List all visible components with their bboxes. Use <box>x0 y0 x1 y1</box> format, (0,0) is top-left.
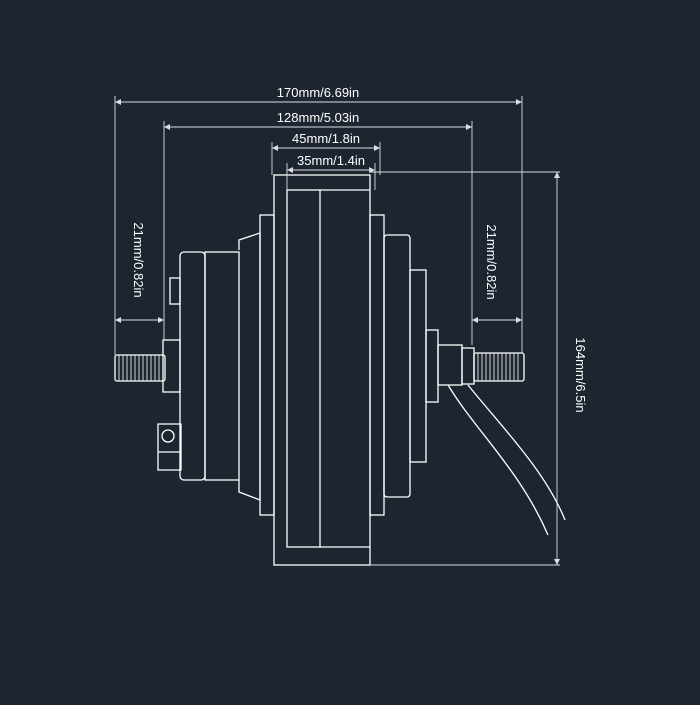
hub-width-label: 45mm/1.8in <box>292 131 360 146</box>
right-axle-label: 21mm/0.82in <box>484 224 499 299</box>
motor-body <box>114 174 566 566</box>
flange-span-label: 128mm/5.03in <box>277 110 359 125</box>
diameter-label: 164mm/6.5in <box>573 337 588 412</box>
left-axle <box>114 354 166 382</box>
right-axle <box>437 344 525 386</box>
shell-width-label: 35mm/1.4in <box>297 153 365 168</box>
overall-width-label: 170mm/6.69in <box>277 85 359 100</box>
dimension-arrows <box>115 99 560 565</box>
mounting-tab <box>157 423 182 471</box>
dimension-labels: 170mm/6.69in 128mm/5.03in 45mm/1.8in 35m… <box>131 85 588 413</box>
hub-shell <box>273 174 371 566</box>
left-axle-label: 21mm/0.82in <box>131 222 146 297</box>
dimension-lines <box>114 96 560 566</box>
